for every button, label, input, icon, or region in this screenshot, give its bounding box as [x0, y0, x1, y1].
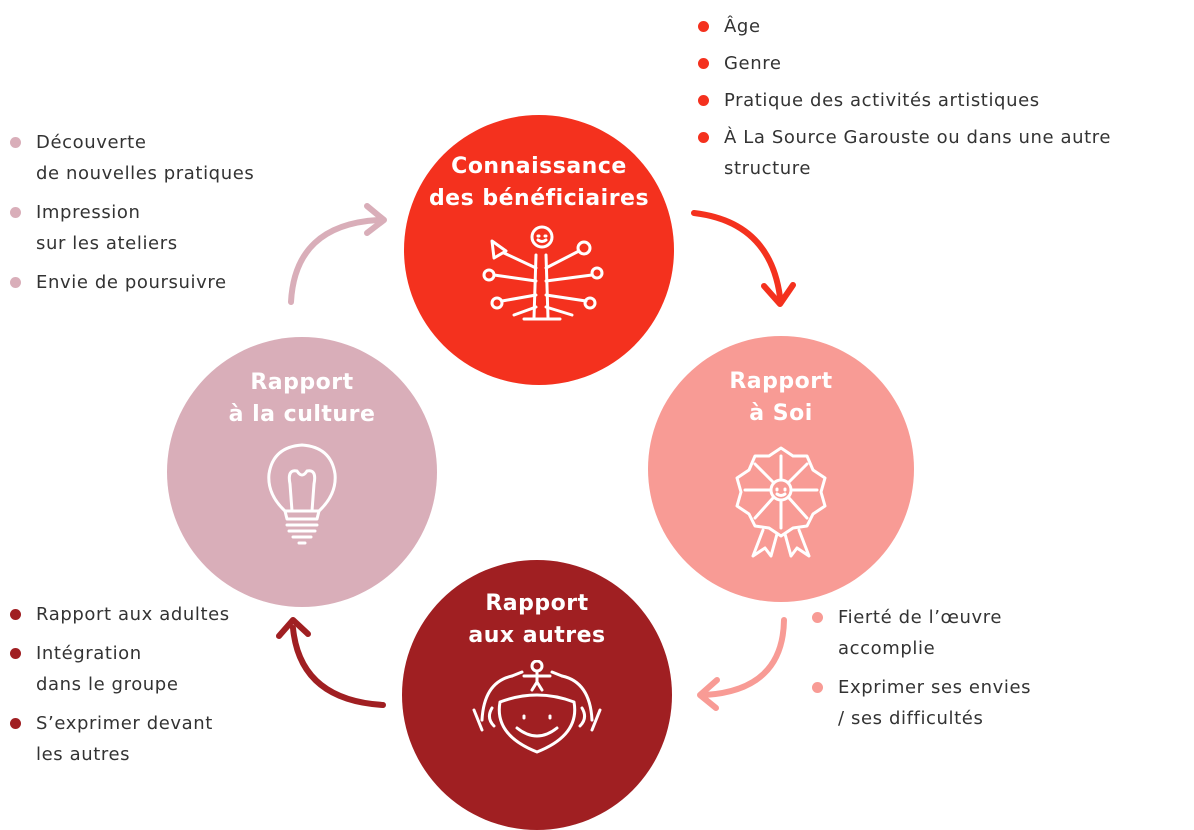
bullet-dot	[698, 132, 709, 143]
bullet-dot	[10, 137, 21, 148]
list-item: Découverte de nouvelles pratiques	[6, 127, 306, 189]
list-item: Pratique des activités artistiques	[694, 85, 1194, 116]
group-children-icon	[472, 660, 602, 754]
bullet-dot	[698, 95, 709, 106]
arrowhead-beneficiaires-to-soi	[761, 282, 796, 307]
circle-soi: Rapport à Soi	[648, 336, 914, 602]
bullet-dot	[698, 21, 709, 32]
rosette-ribbon-icon	[735, 446, 827, 558]
circle-title-soi: Rapport à Soi	[729, 369, 833, 426]
bullet-dot	[812, 612, 823, 623]
list-soi: Fierté de l’œuvre accomplie Exprimer ses…	[808, 602, 1068, 734]
circle-title-beneficiaires: Connaissance des bénéficiaires	[428, 154, 650, 211]
list-item: S’exprimer devant les autres	[6, 708, 306, 770]
circle-autres: Rapport aux autres	[402, 560, 672, 830]
arrowhead-autres-to-culture	[276, 617, 311, 639]
circle-title-autres: Rapport aux autres	[468, 591, 606, 648]
circle-title-culture: Rapport à la culture	[228, 370, 376, 427]
list-autres: Rapport aux adultes Intégration dans le …	[6, 599, 306, 770]
list-item: Intégration dans le groupe	[6, 638, 306, 700]
list-item: Envie de poursuivre	[6, 267, 306, 298]
bullet-dot	[10, 207, 21, 218]
arrowhead-soi-to-autres	[697, 677, 720, 711]
arrow-beneficiaires-to-soi	[691, 210, 783, 300]
list-beneficiaires: Âge Genre Pratique des activités artisti…	[694, 11, 1194, 190]
list-item: Rapport aux adultes	[6, 599, 306, 630]
tree-figure-icon	[482, 225, 604, 321]
list-item: Exprimer ses envies / ses difficultés	[808, 672, 1068, 734]
list-item: Genre	[694, 48, 1194, 79]
list-item: À La Source Garouste ou dans une autre s…	[694, 122, 1194, 184]
bullet-dot	[812, 682, 823, 693]
bullet-dot	[10, 609, 21, 620]
list-item: Impression sur les ateliers	[6, 197, 306, 259]
bullet-dot	[10, 277, 21, 288]
arrow-autres-to-culture	[290, 625, 386, 708]
bullet-dot	[698, 58, 709, 69]
arrow-culture-to-beneficiaires	[288, 217, 381, 305]
list-item: Fierté de l’œuvre accomplie	[808, 602, 1068, 664]
arrowhead-culture-to-beneficiaires	[364, 203, 387, 236]
circle-beneficiaires: Connaissance des bénéficiaires	[404, 115, 674, 385]
circle-culture: Rapport à la culture	[167, 337, 437, 607]
list-item: Âge	[694, 11, 1194, 42]
list-culture: Découverte de nouvelles pratiques Impres…	[6, 127, 306, 298]
lightbulb-icon	[267, 443, 337, 545]
bullet-dot	[10, 648, 21, 659]
bullet-dot	[10, 718, 21, 729]
arrow-soi-to-autres	[702, 617, 787, 698]
